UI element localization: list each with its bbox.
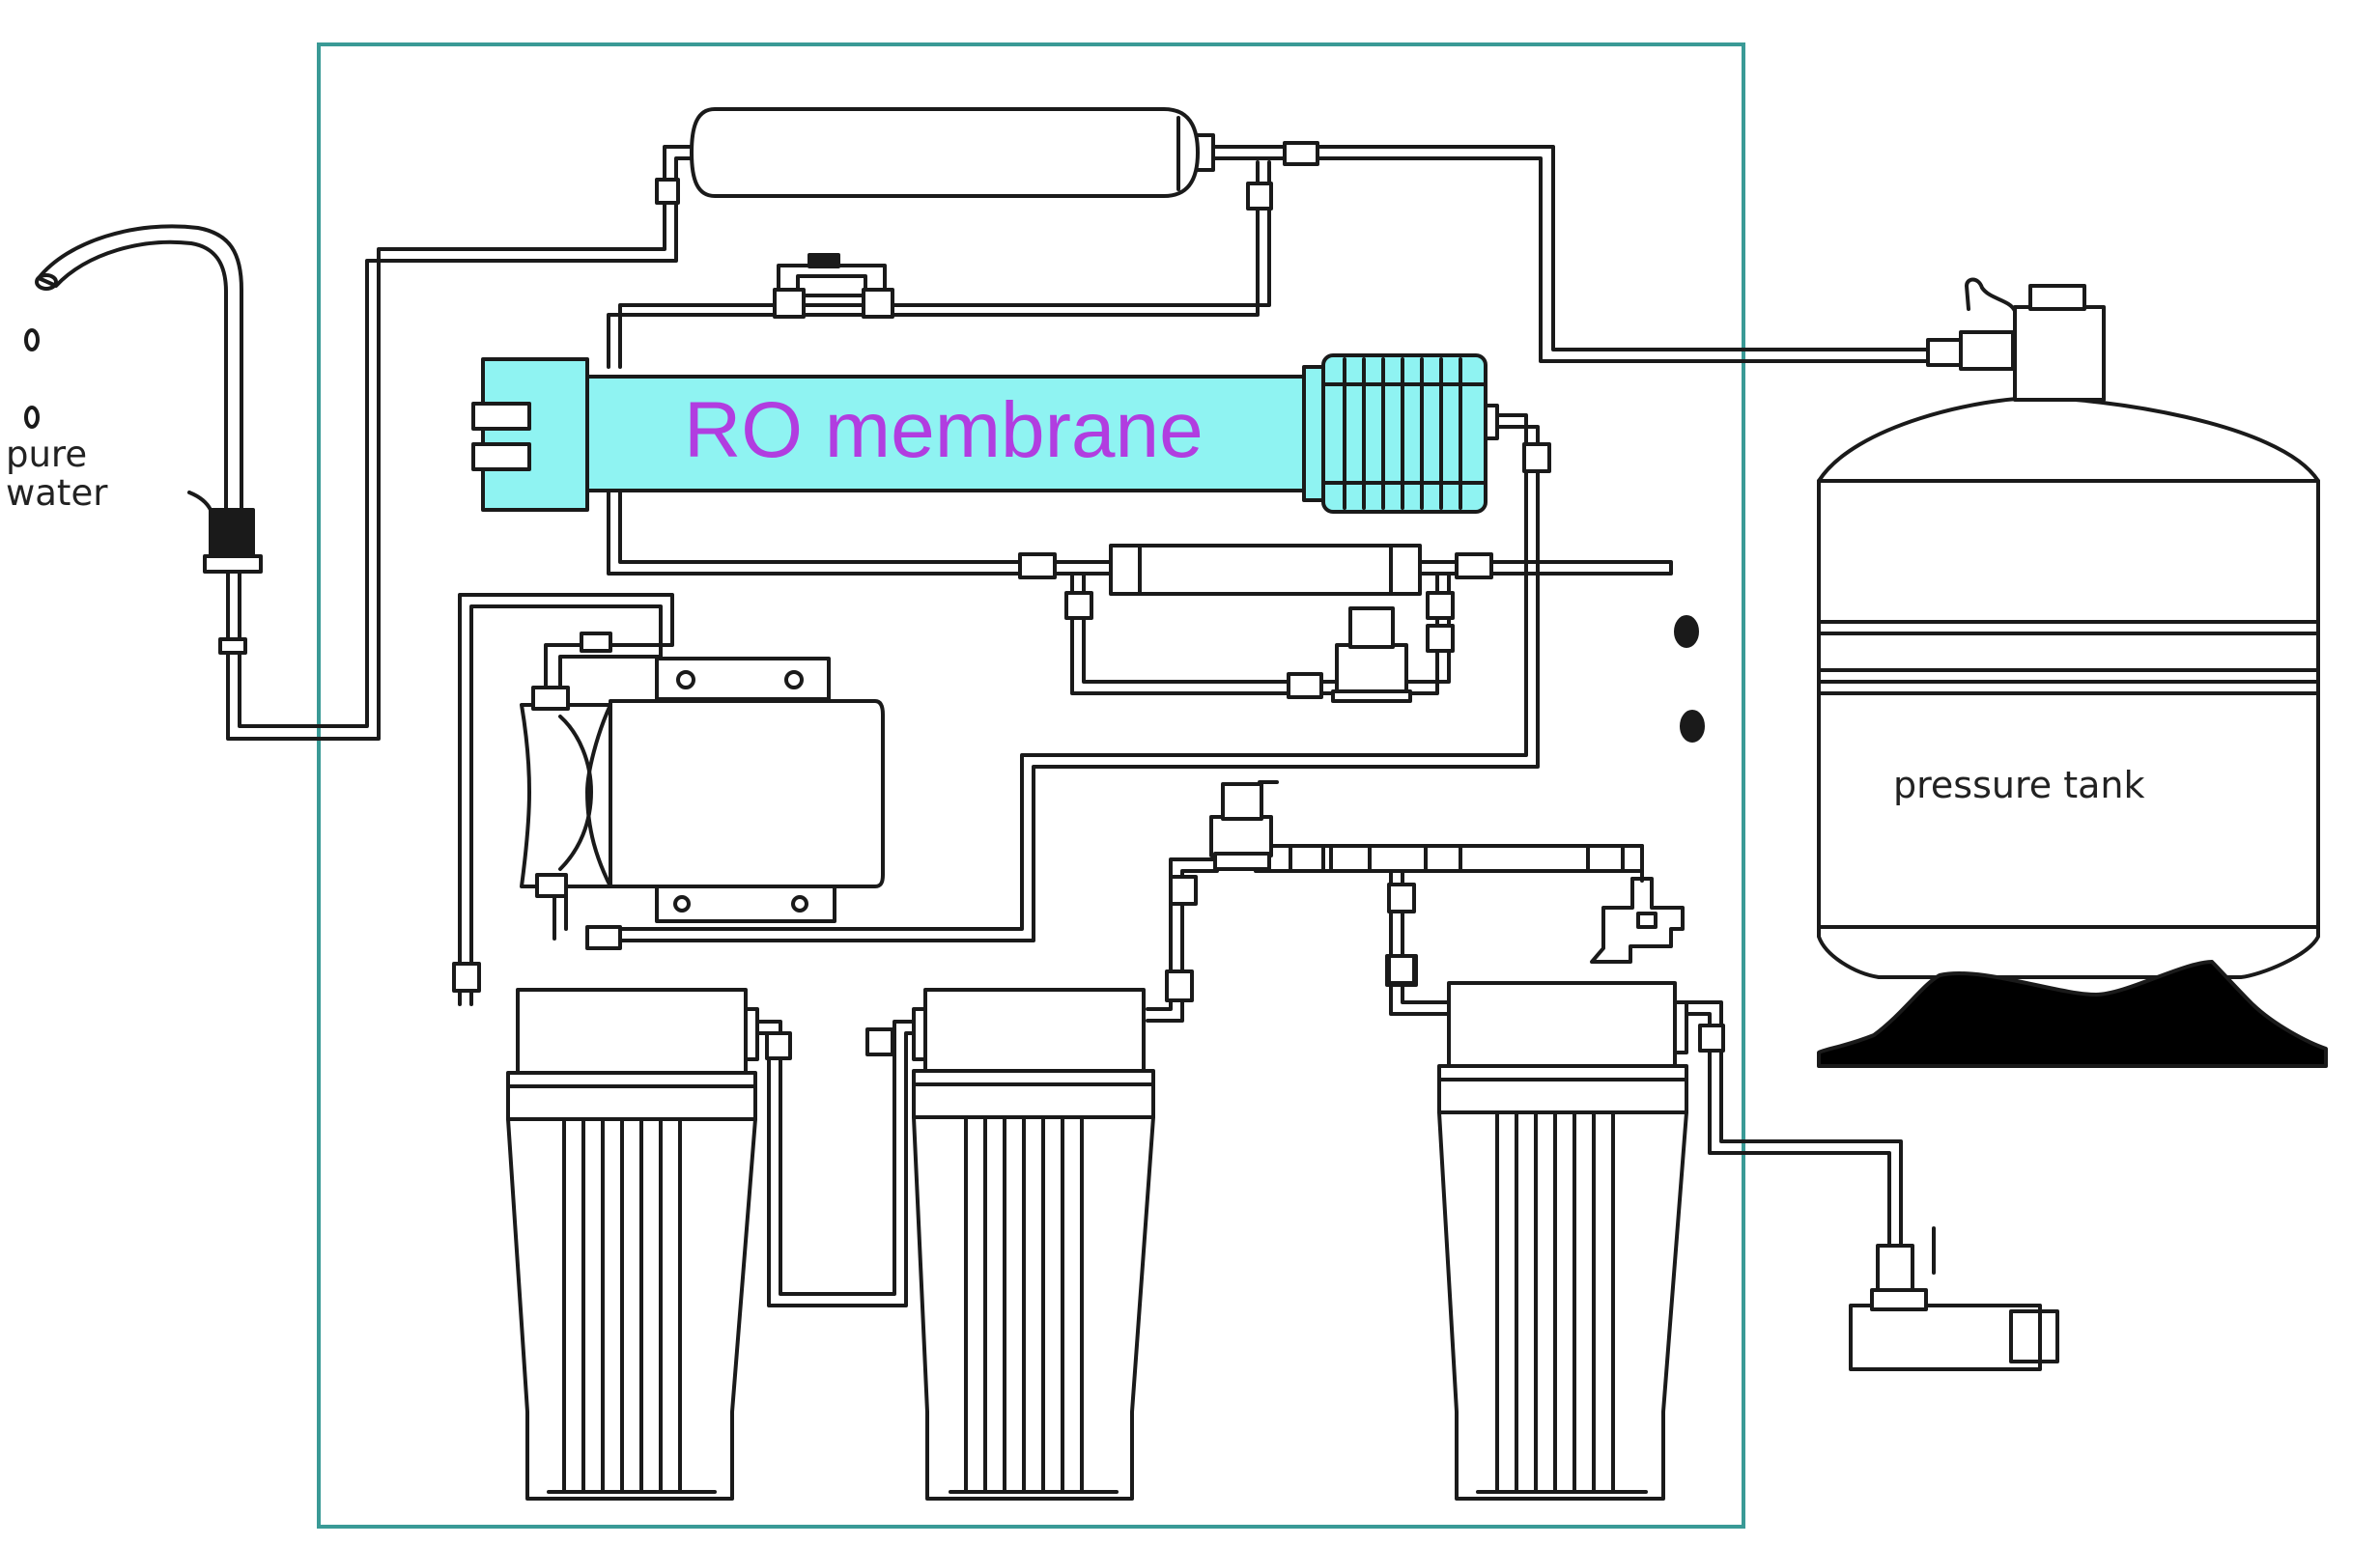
carbon-block-filter-icon	[865, 969, 1194, 1501]
feed-valve-icon	[1849, 1226, 2059, 1371]
gac-filter-icon	[1385, 954, 1725, 1501]
pressure-switch-icon	[1590, 867, 1685, 964]
mount-hole-icon	[1674, 615, 1699, 648]
unit-frame	[317, 42, 1745, 1529]
label-pressure-tank: pressure tank	[1893, 764, 2145, 806]
pressure-tank-icon	[1817, 277, 2328, 1068]
label-ro-membrane: RO membrane	[684, 386, 1204, 474]
sediment-filter-icon	[452, 962, 792, 1501]
label-pure: pure	[6, 434, 88, 475]
mount-hole-icon	[1680, 710, 1705, 743]
low-pressure-switch-icon	[1169, 780, 1625, 985]
flow-restrictor-icon	[1018, 544, 1493, 703]
ro-membrane-housing-icon	[471, 353, 1551, 514]
post-carbon-filter-icon	[655, 107, 1319, 211]
check-valve-icon	[773, 253, 894, 319]
label-water: water	[6, 472, 108, 514]
booster-pump-icon	[520, 632, 885, 950]
faucet-icon	[24, 224, 263, 655]
